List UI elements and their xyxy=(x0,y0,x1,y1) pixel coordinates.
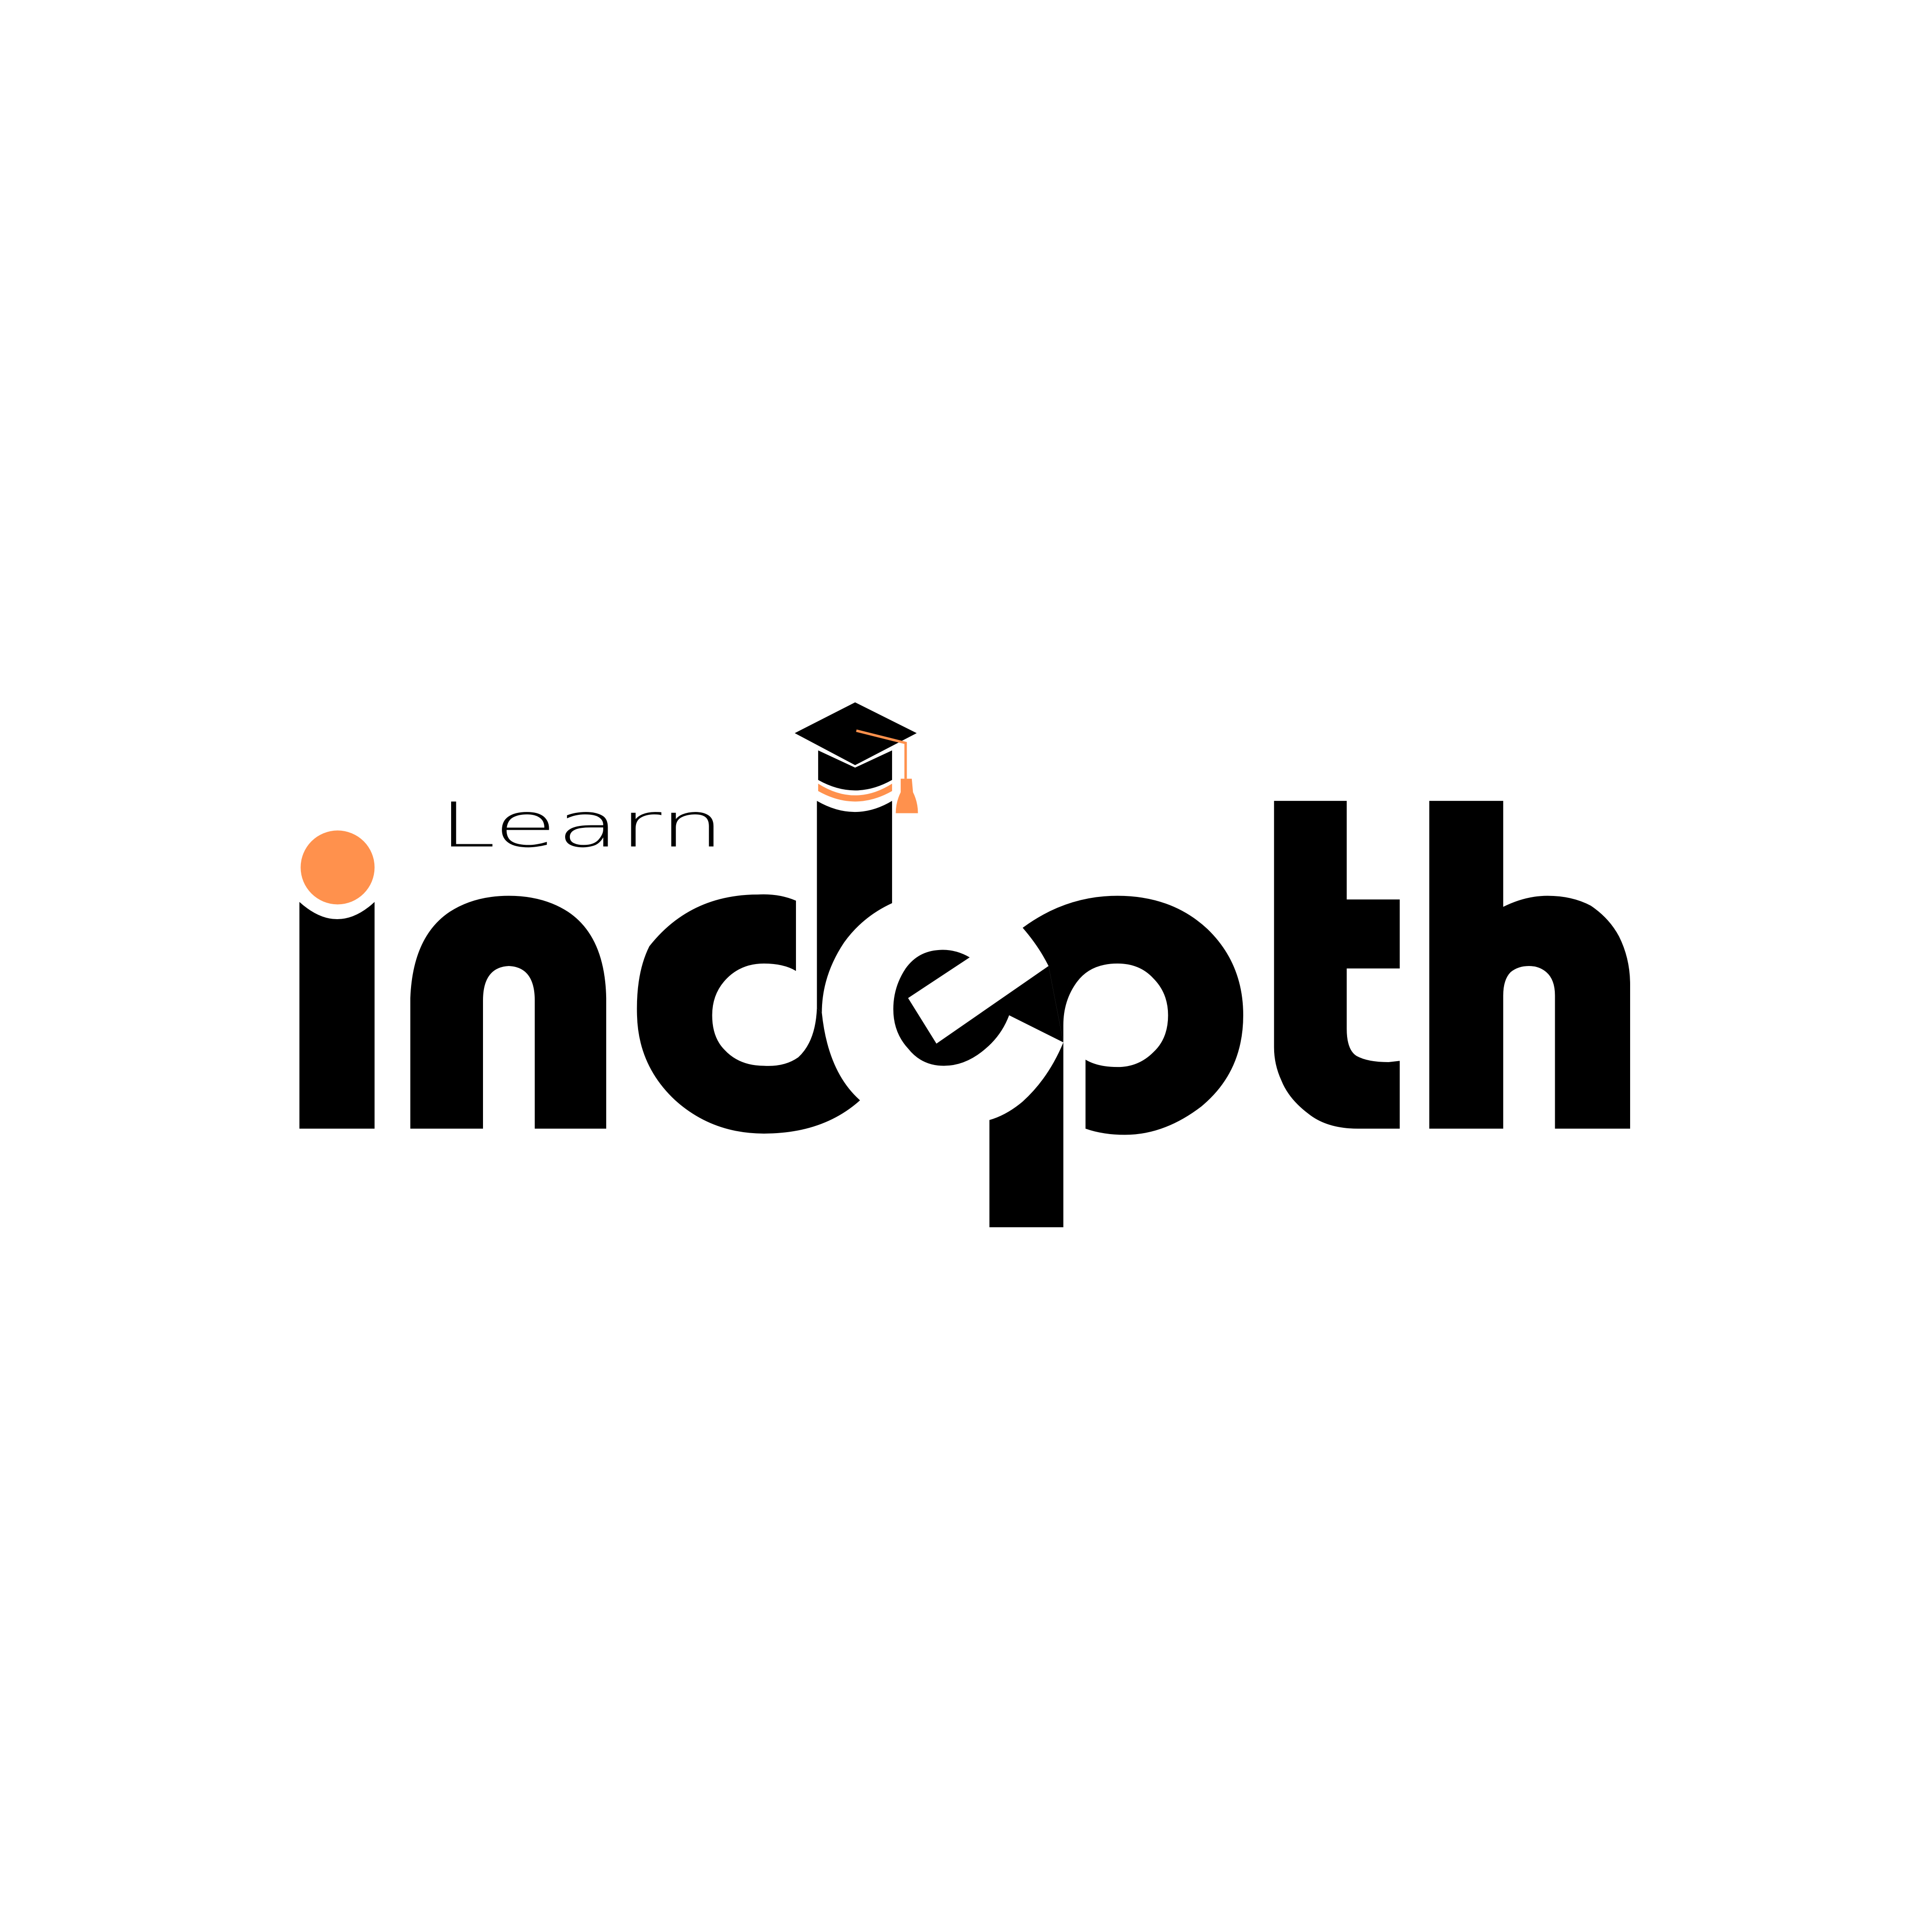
letter-p xyxy=(1023,895,1243,1135)
i-dot xyxy=(300,830,375,905)
letter-t xyxy=(1274,801,1400,1129)
letter-n xyxy=(410,895,607,1129)
letter-e xyxy=(893,950,1064,1227)
letter-d-stem xyxy=(817,801,892,1013)
logo-tagline: Learn xyxy=(439,790,724,862)
letter-d-bowl xyxy=(637,894,860,1134)
letter-i xyxy=(299,902,375,1129)
letter-h xyxy=(1429,801,1630,1129)
graduation-cap-icon xyxy=(795,702,918,813)
